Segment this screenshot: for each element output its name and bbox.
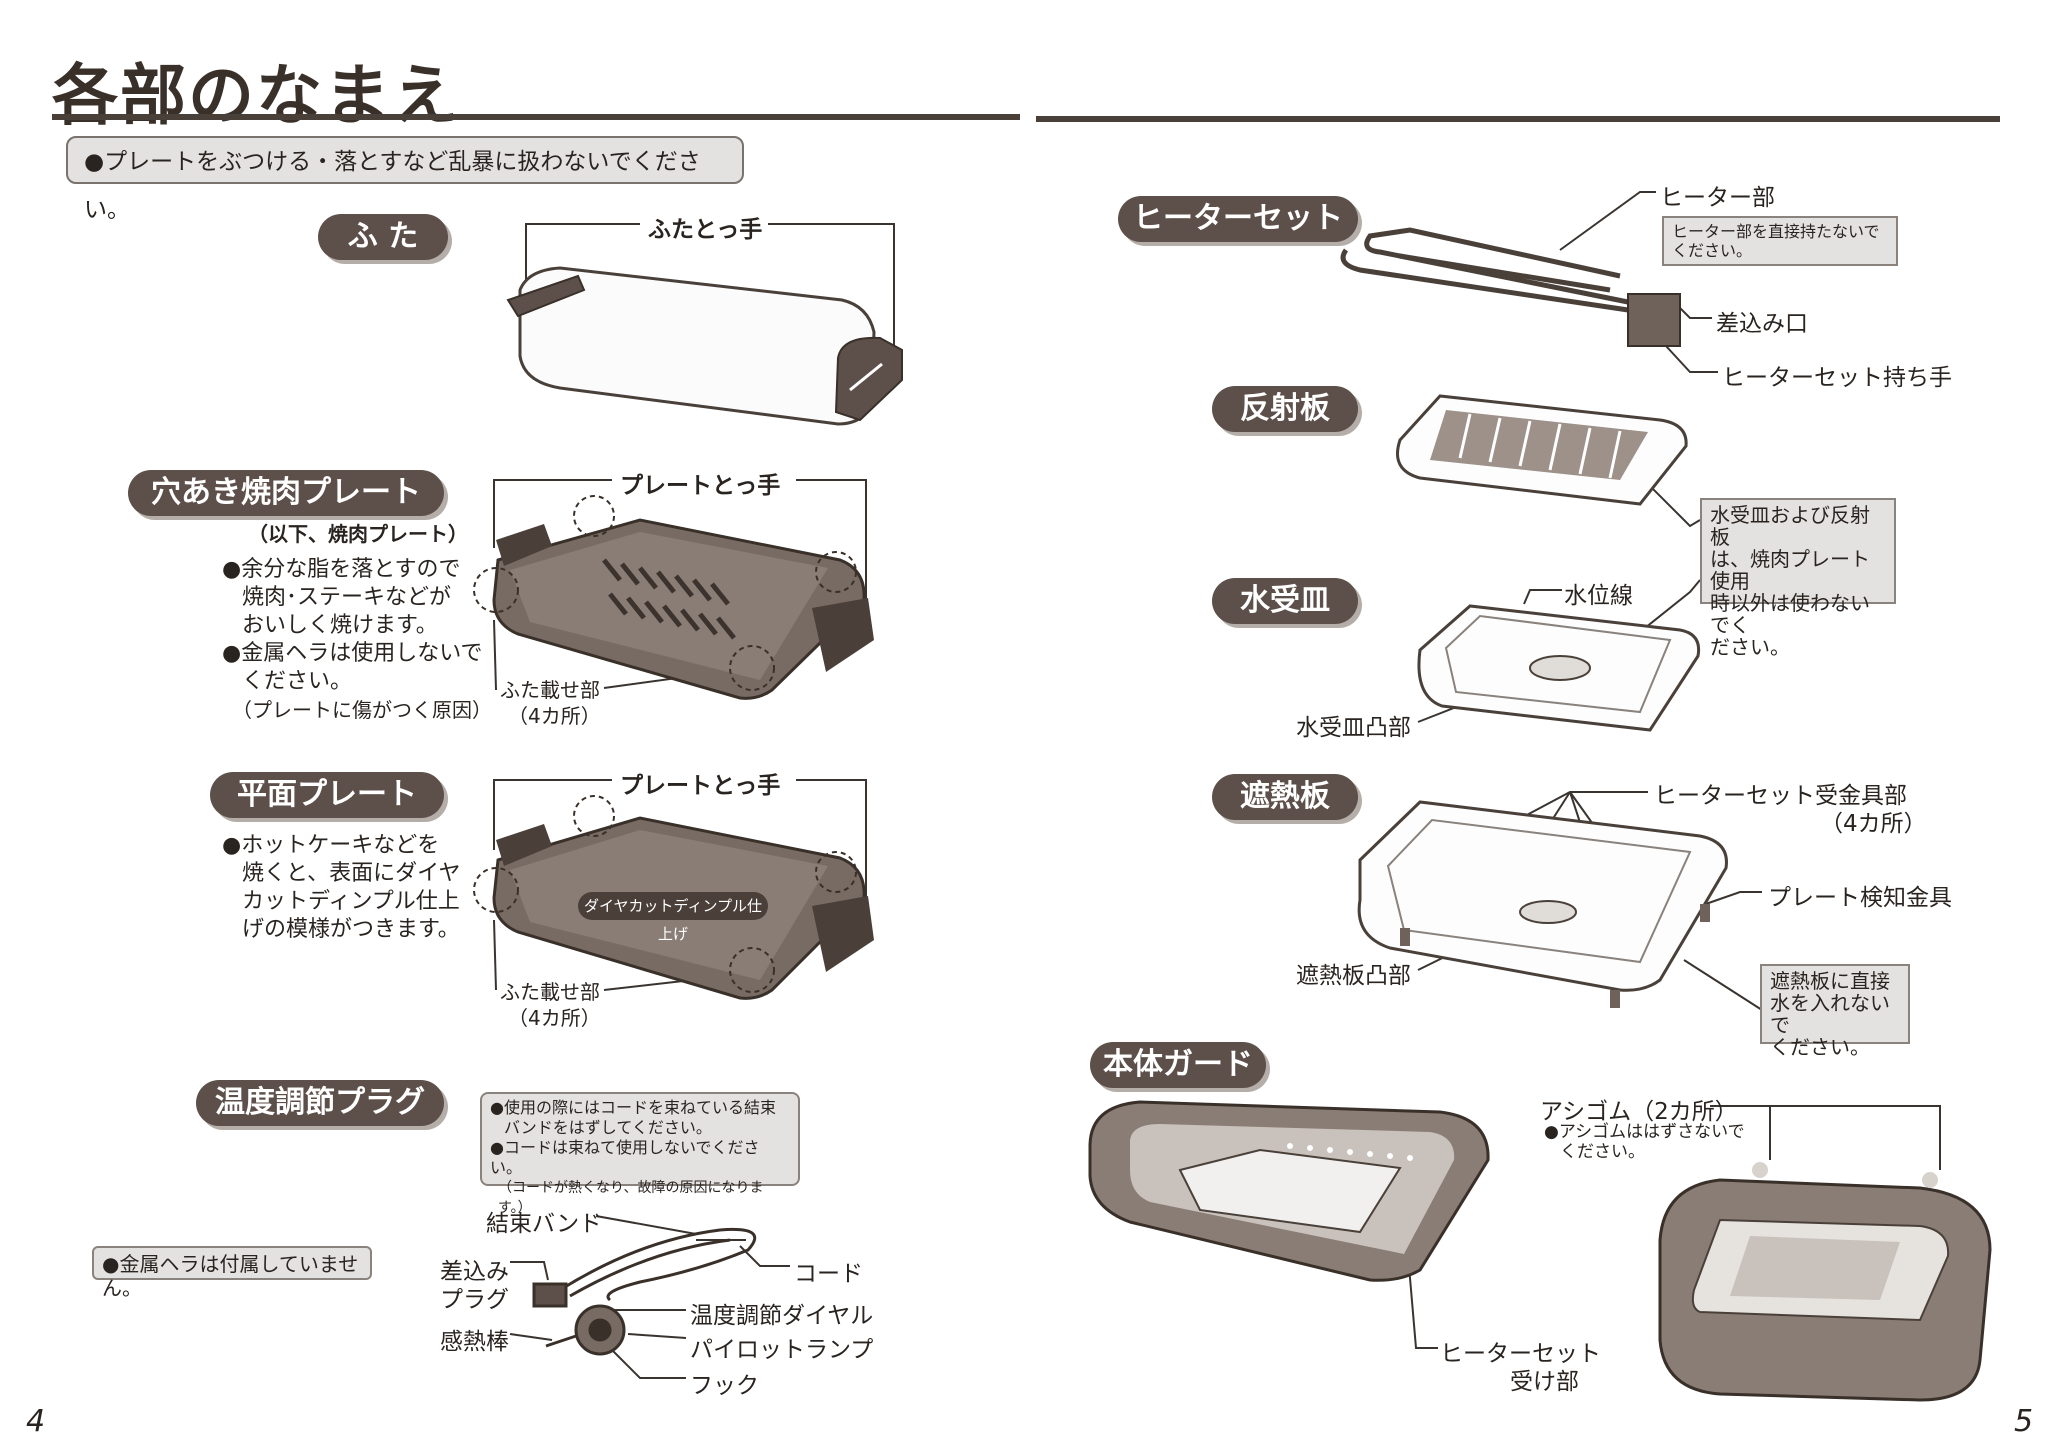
grill-plate-lid-rest-label: ふた載せ部: [500, 678, 600, 702]
flat-plate-heading: 平面プレート: [210, 772, 444, 818]
heater-part-label: ヒーター部: [1660, 185, 1775, 211]
plug-illustration: [532, 1227, 757, 1356]
heater-heading: ヒーターセット: [1118, 196, 1358, 242]
grill-plate-lid-rest-count: （4カ所）: [508, 704, 601, 728]
heater-illustration: [1340, 227, 1681, 347]
lamp-label: パイロットランプ: [690, 1337, 874, 1363]
cord-label: コード: [794, 1261, 863, 1287]
lid-illustration: [506, 266, 903, 426]
plug-note: ●使用の際にはコードを束ねている結束 バンドをはずしてください。 ●コードは束ね…: [480, 1092, 800, 1216]
plug-label-line2: プラグ: [440, 1287, 509, 1313]
grill-plate-bullet2: ●金属ヘラは使用しないで ください。 （プレートに傷がつく原因）: [222, 641, 492, 722]
sensor-label: 感熱棒: [440, 1329, 509, 1355]
divider-left: [52, 114, 1020, 120]
flat-plate-bullet: ●ホットケーキなどを 焼くと、表面にダイヤ カットディンプル仕上 げの模様がつき…: [222, 833, 461, 942]
plate-detector-label: プレート検知金具: [1768, 885, 1952, 911]
water-tray-heading: 水受皿: [1212, 578, 1358, 624]
flat-plate-surface-label: ダイヤカットディンプル仕上げ: [578, 892, 768, 943]
heat-shield-heading: 遮熱板: [1212, 774, 1358, 820]
flat-plate-handle-label: プレートとっ手: [620, 773, 781, 799]
dial-label: 温度調節ダイヤル: [690, 1303, 874, 1329]
lid-heading: ふ た: [318, 214, 448, 260]
divider-right: [1036, 116, 2000, 122]
heater-receiver-label-line1: ヒーターセット: [1440, 1341, 1601, 1367]
plug-heading: 温度調節プラグ: [196, 1080, 444, 1126]
reflector-note: 水受皿および反射板 は、焼肉プレート使用 時以外は使わないでく ださい。: [1700, 498, 1896, 658]
heater-part-note: ヒーター部を直接持たないで ください。: [1662, 216, 1898, 266]
lid-handle-label: ふたとっ手: [648, 217, 763, 243]
body-guard-heading: 本体ガード: [1090, 1042, 1266, 1088]
heater-receiver-label-line2: 受け部: [1510, 1369, 1579, 1395]
grill-plate-heading: 穴あき焼肉プレート: [128, 470, 444, 516]
grill-plate-illustration: [473, 495, 874, 700]
spatula-note: ●金属ヘラは付属していません。: [92, 1246, 372, 1300]
reflector-illustration: [1396, 394, 1688, 506]
heater-inlet-label: 差込み口: [1716, 311, 1808, 337]
feet-note: ●アシゴムははずさないで ください。: [1544, 1122, 1745, 1162]
page-number-right: 5: [2014, 1404, 2034, 1439]
heat-shield-note: 遮熱板に直接 水を入れないで ください。: [1760, 964, 1910, 1058]
grill-plate-bullet1: ●余分な脂を落とすので 焼肉･ステーキなどが おいしく焼けます。: [222, 557, 461, 638]
grill-plate-subheading: （以下、焼肉プレート）: [248, 522, 468, 546]
page-number-left: 4: [26, 1404, 46, 1439]
heater-handle-label: ヒーターセット持ち手: [1722, 365, 1952, 391]
heat-shield-boss-label: 遮熱板凸部: [1296, 963, 1411, 989]
heat-shield-illustration: [1357, 800, 1728, 1008]
water-tray-boss-label: 水受皿凸部: [1296, 715, 1411, 741]
feet-label: アシゴム（2カ所）: [1540, 1099, 1738, 1125]
plug-label-line1: 差込み: [440, 1259, 509, 1285]
reflector-heading: 反射板: [1212, 386, 1358, 432]
hook-label: フック: [690, 1373, 759, 1399]
water-level-label: 水位線: [1564, 583, 1633, 609]
cord-band-label: 結束バンド: [486, 1211, 603, 1237]
water-tray-illustration: [1417, 604, 1701, 732]
page-title: 各部のなまえ: [52, 57, 460, 134]
heater-bracket-label: ヒーターセット受金具部: [1654, 783, 1907, 809]
grill-plate-handle-label: プレートとっ手: [620, 473, 781, 499]
body-guard-illustration: [1088, 1100, 1992, 1402]
flat-plate-lid-rest-label: ふた載せ部: [500, 980, 600, 1004]
flat-plate-lid-rest-count: （4カ所）: [508, 1006, 601, 1030]
heater-bracket-count: （4カ所）: [1820, 811, 1927, 837]
warning-box: ●プレートをぶつける・落とすなど乱暴に扱わないでください。: [66, 136, 744, 223]
